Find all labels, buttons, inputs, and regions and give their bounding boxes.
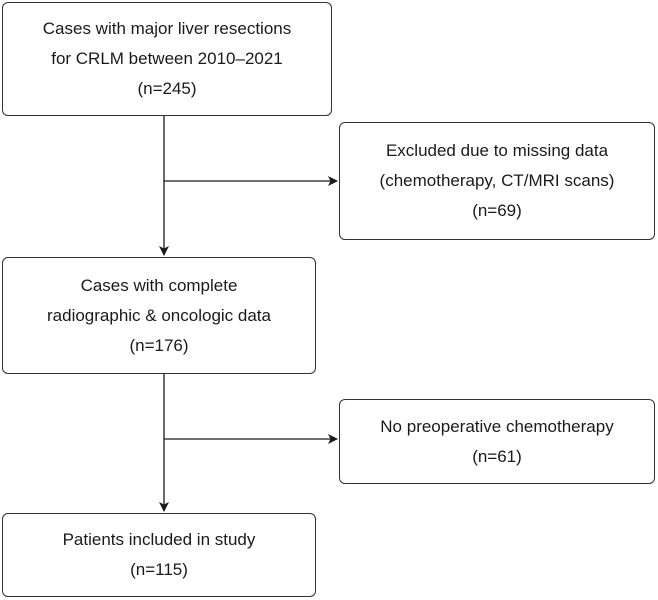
complete-count: (n=176) [129, 335, 189, 355]
initial-cases-line2: for CRLM between 2010–2021 [51, 49, 283, 68]
box-complete-data: Cases with complete radiographic & oncol… [2, 257, 316, 374]
complete-line1: Cases with complete [80, 275, 238, 295]
box-excluded-missing-data: Excluded due to missing data (chemothera… [339, 122, 655, 240]
complete-line2: radiographic & oncologic data [47, 305, 271, 325]
box-patients-included: Patients included in study (n=115) [2, 513, 316, 597]
included-count: (n=115) [130, 560, 188, 579]
box-initial-cases: Cases with major liver resections for CR… [2, 2, 332, 116]
excluded-line2: (chemotherapy, CT/MRI scans) [379, 171, 615, 190]
initial-cases-line1: Cases with major liver resections [42, 19, 292, 38]
no-chemo-count: (n=61) [472, 446, 522, 466]
box-no-preop-chemo: No preoperative chemotherapy (n=61) [339, 399, 655, 484]
no-chemo-line1: No preoperative chemotherapy [380, 416, 614, 436]
included-line1: Patients included in study [62, 530, 256, 549]
excluded-count: (n=69) [472, 201, 522, 220]
initial-cases-count: (n=245) [137, 79, 197, 98]
excluded-line1: Excluded due to missing data [385, 141, 609, 160]
